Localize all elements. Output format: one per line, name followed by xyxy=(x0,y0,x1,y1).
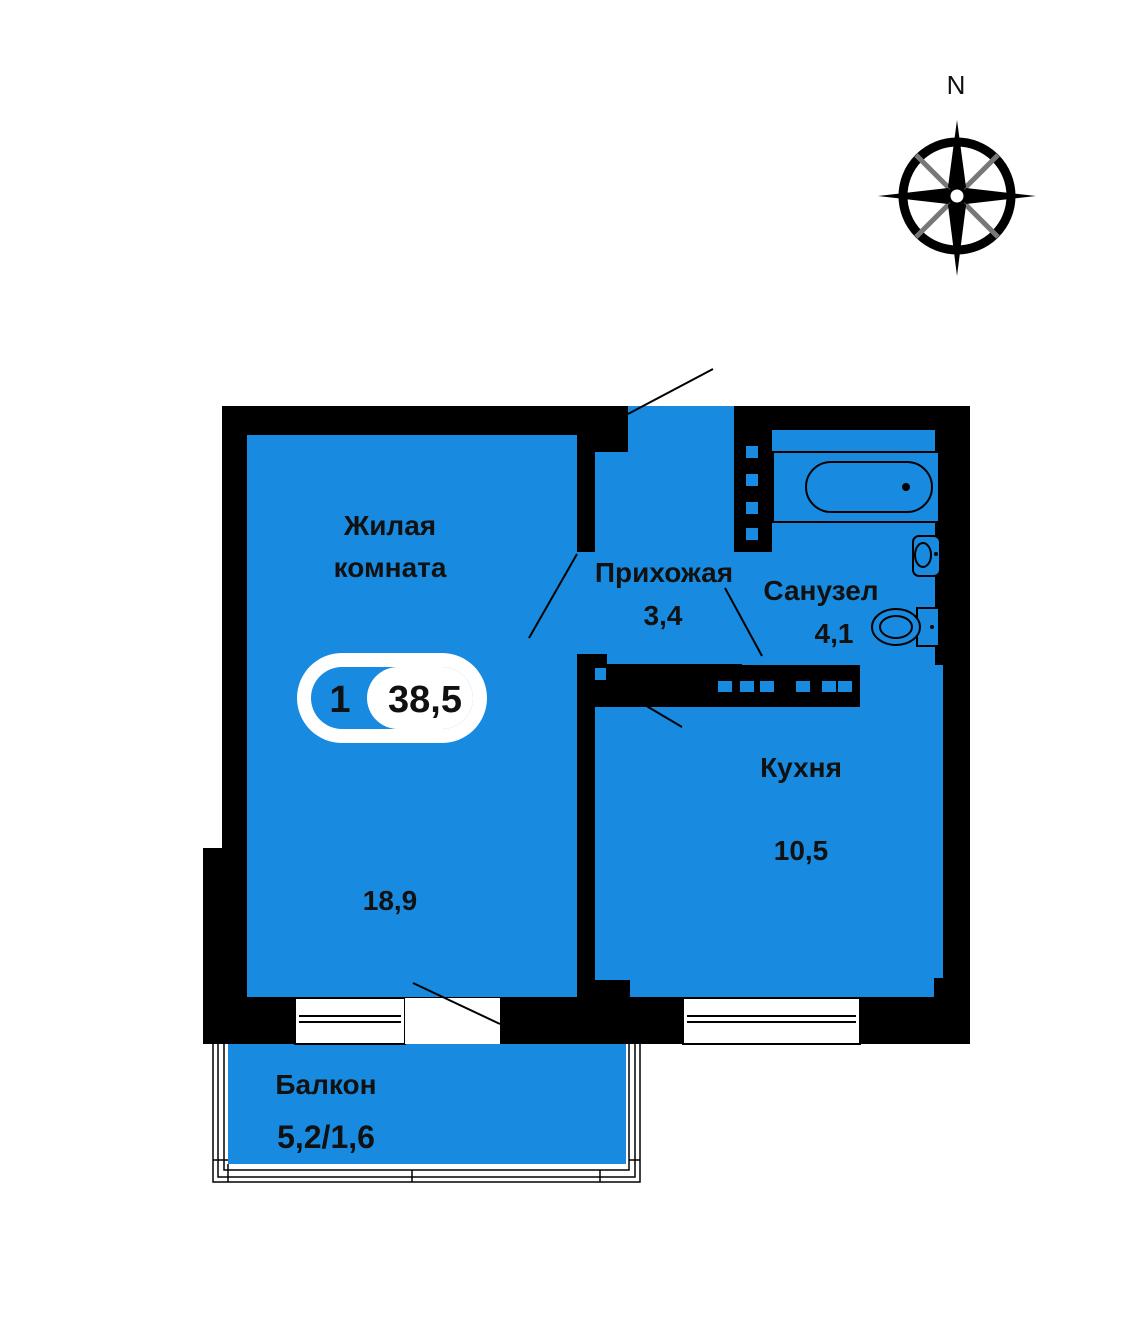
bathroom-fixtures xyxy=(772,451,941,647)
hallway-area xyxy=(595,406,742,664)
vent-cell xyxy=(746,502,758,514)
compass-needle-west xyxy=(878,188,957,204)
vent-cell xyxy=(746,474,758,486)
rooms-count: 1 xyxy=(329,679,350,721)
kitchen-area xyxy=(593,664,943,997)
outer-wall-left-pier xyxy=(203,848,227,1044)
partitions xyxy=(577,406,943,984)
balcony-name: Балкон xyxy=(275,1069,376,1100)
balcony-door-swing xyxy=(412,982,501,1025)
total-area: 38,5 xyxy=(388,679,462,721)
room-labels: Жилая комната 18,9 Прихожая 3,4 Санузел … xyxy=(275,510,878,1155)
compass-center xyxy=(947,186,967,206)
living-room-area: 18,9 xyxy=(363,885,418,916)
living-room-door-swing xyxy=(528,553,578,639)
partition-living-kitchen xyxy=(577,664,595,984)
compass-needle-north xyxy=(948,120,966,196)
hallway-area: 3,4 xyxy=(644,600,683,631)
compass-rose-icon: N xyxy=(878,70,1036,276)
vent-cell xyxy=(746,446,758,458)
balcony-area xyxy=(228,1044,626,1164)
bathtub-basin xyxy=(805,461,933,513)
kitchen-name: Кухня xyxy=(760,752,842,783)
compass-needle-south xyxy=(948,196,966,276)
bathtub-drain xyxy=(902,483,910,491)
vent-cell xyxy=(822,681,836,692)
balcony-area: 5,2/1,6 xyxy=(277,1119,375,1155)
vent-cell xyxy=(740,681,754,692)
living-room-name-line1: Жилая xyxy=(343,510,436,541)
badge-area-fill xyxy=(367,667,473,729)
partition-bath-kitchen xyxy=(692,665,860,683)
apartment-badge: 1 38,5 xyxy=(297,653,487,743)
kitchen-door-swing xyxy=(605,681,683,728)
vent-cell xyxy=(838,681,852,692)
hallway-name: Прихожая xyxy=(595,557,733,588)
door-swings xyxy=(412,368,763,1025)
vent-cell xyxy=(718,681,732,692)
bathroom-door-swing xyxy=(724,587,763,657)
bathroom-area: 4,1 xyxy=(815,618,854,649)
bathroom-name: Санузел xyxy=(763,575,878,606)
vent-cell xyxy=(760,681,774,692)
vent-cell xyxy=(746,528,758,540)
sink-bowl xyxy=(914,542,932,568)
north-label: N xyxy=(947,70,966,100)
balcony-door xyxy=(405,998,500,1044)
living-room-doorway xyxy=(577,552,595,654)
compass-needle-east xyxy=(957,188,1036,204)
balcony-railing xyxy=(212,1044,641,1183)
vent-cell xyxy=(796,681,810,692)
entrance-door-swing xyxy=(627,368,714,415)
living-room-name-line2: комната xyxy=(334,552,447,583)
windows xyxy=(294,997,861,1045)
kitchen-area: 10,5 xyxy=(774,835,829,866)
bathroom-bottom-gap xyxy=(860,665,943,707)
